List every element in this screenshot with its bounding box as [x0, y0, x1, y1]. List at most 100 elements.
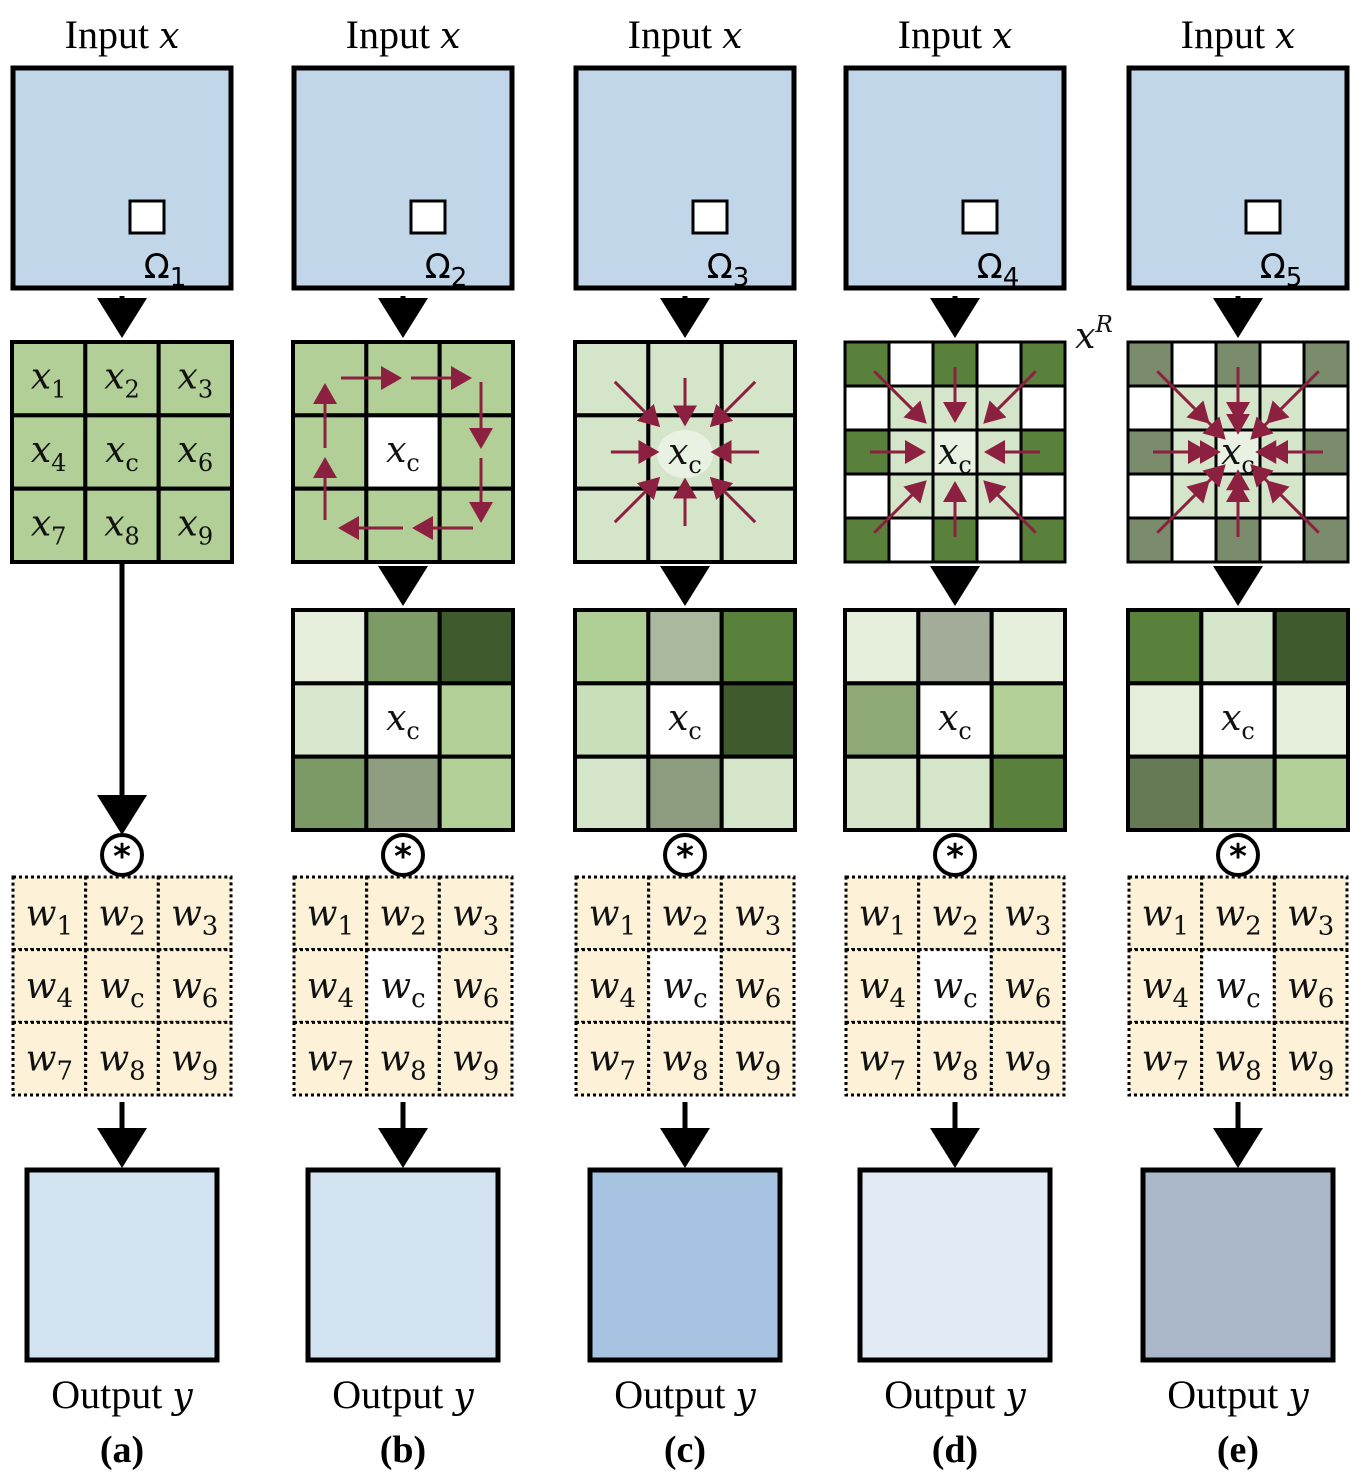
weighted-cell — [437, 608, 515, 686]
weighted-cell — [646, 608, 724, 686]
weighted-cell — [573, 608, 651, 686]
weighted-cell — [916, 681, 994, 759]
output-map — [1140, 1167, 1336, 1363]
input-label: Input x — [1181, 12, 1296, 57]
grid-cell — [1170, 340, 1218, 388]
kernel-weight-label: w7 — [1142, 1039, 1189, 1087]
kernel-weight-label: w3 — [452, 893, 499, 941]
kernel-weight-label: w3 — [734, 893, 781, 941]
sampling-arrow — [1250, 464, 1274, 488]
kernel-weight-label: w2 — [98, 893, 145, 941]
kernel-cell — [647, 1020, 723, 1097]
grid-cell — [156, 413, 235, 491]
kernel-weight-label: wc — [1215, 966, 1260, 1014]
sampling-arrow — [873, 480, 927, 534]
grid-cell — [1019, 384, 1067, 432]
kernel-cell — [574, 875, 651, 952]
weighted-cell — [843, 608, 921, 686]
sampling-patch — [691, 199, 729, 235]
grid-cell — [1302, 472, 1350, 520]
neighbor-label: x3 — [178, 357, 214, 404]
neighbor-label: x9 — [178, 503, 214, 550]
kernel-cell — [292, 1020, 369, 1097]
kernel-weight-label: w2 — [379, 893, 426, 941]
grid-cell — [887, 516, 935, 564]
kernel-weight-label: w1 — [589, 893, 636, 941]
weighted-cell — [1199, 608, 1277, 686]
grid-cell — [1126, 384, 1174, 432]
center-label: xc — [1221, 698, 1255, 745]
grid-cell — [156, 486, 235, 564]
weighted-cell — [989, 681, 1068, 759]
grid-cell — [931, 516, 979, 564]
kernel-cell — [84, 948, 160, 1024]
xr-label: xR — [1075, 312, 1113, 357]
kernel-cell — [437, 875, 514, 952]
input-map — [291, 65, 515, 291]
panel-caption: (d) — [932, 1429, 978, 1471]
weighted-cell — [1272, 681, 1350, 759]
kernel-cell — [156, 875, 233, 952]
output-label: Output y — [1167, 1372, 1309, 1417]
kernel-cell — [1200, 1020, 1276, 1097]
kernel-cell — [719, 875, 796, 952]
neighbor-label: x4 — [31, 430, 67, 477]
grid-cell — [975, 516, 1023, 564]
input-map — [573, 65, 797, 291]
convolution-star: * — [676, 837, 694, 877]
convolution-symbol — [1216, 833, 1260, 877]
weighted-cell — [1272, 608, 1350, 686]
grid-cell — [1258, 340, 1306, 388]
sampling-patch — [1244, 199, 1282, 235]
neighbor-label: xc — [105, 430, 139, 477]
grid-cell — [1019, 472, 1067, 520]
sampling-arrow — [613, 380, 661, 428]
output-label: Output y — [51, 1372, 193, 1417]
weighted-cell — [719, 608, 798, 686]
grid-cell — [843, 472, 891, 520]
neighbor-label: x8 — [104, 503, 140, 550]
kernel-weight-label: w1 — [26, 893, 73, 941]
sampling-arrow — [1156, 480, 1210, 534]
omega-label: Ω5 — [1260, 247, 1303, 293]
grid-cell — [83, 413, 161, 491]
panel-caption: (b) — [380, 1429, 426, 1471]
grid-cell — [156, 340, 235, 418]
weighted-cell — [646, 754, 724, 833]
weighted-cell — [437, 754, 515, 833]
convolution-symbol — [663, 833, 707, 877]
weighted-cell — [843, 754, 921, 833]
weighted-cell — [916, 608, 994, 686]
neighbor-label: x2 — [104, 357, 140, 404]
grid-cell — [975, 340, 1023, 388]
kernel-weight-label: wc — [932, 966, 977, 1014]
input-map — [1126, 65, 1350, 291]
center-label: xc — [668, 698, 702, 745]
kernel-weight-label: w9 — [1004, 1039, 1051, 1087]
kernel-weight-label: w1 — [859, 893, 906, 941]
output-map — [587, 1167, 783, 1363]
kernel-cell — [574, 1020, 651, 1097]
center-label: xc — [668, 432, 702, 479]
sampling-patch — [409, 199, 447, 235]
kernel-weight-label: w6 — [734, 966, 781, 1014]
kernel-cell — [292, 875, 369, 952]
kernel-weight-label: w7 — [859, 1039, 906, 1087]
kernel-cell — [1127, 875, 1204, 952]
kernel-cell — [156, 948, 233, 1024]
kernel-weight-label: w6 — [1287, 966, 1334, 1014]
kernel-weight-label: wc — [662, 966, 707, 1014]
kernel-weight-label: w3 — [171, 893, 218, 941]
convolution-symbol — [381, 833, 425, 877]
kernel-weight-label: w7 — [26, 1039, 73, 1087]
kernel-weight-label: w2 — [931, 893, 978, 941]
omega-label: Ω1 — [144, 247, 187, 293]
input-label: Input x — [65, 12, 180, 57]
kernel-cell — [647, 948, 723, 1024]
panel-caption: (a) — [100, 1429, 144, 1471]
grid-cell — [1258, 516, 1306, 564]
weighted-cell — [989, 754, 1068, 833]
grid-cell — [83, 486, 161, 564]
convolution-symbol — [933, 833, 977, 877]
weighted-cell — [719, 681, 798, 759]
